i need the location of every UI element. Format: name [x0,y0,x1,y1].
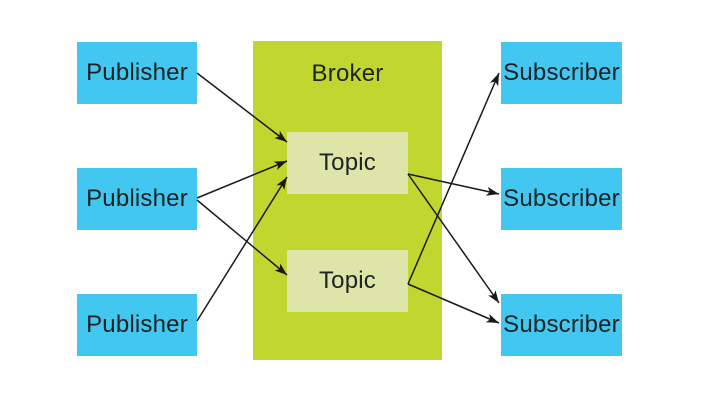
subscriber-2-label: Subscriber [503,185,620,212]
publisher-1-label: Publisher [86,59,188,86]
publisher-2-label: Publisher [86,185,188,212]
subscriber-1-box: Subscriber [501,42,622,104]
topic-2-label: Topic [318,267,377,294]
broker-box: Broker [253,41,442,360]
publisher-3-box: Publisher [77,294,197,356]
subscriber-3-box: Subscriber [501,294,622,356]
topic-2-box: Topic [287,250,408,312]
subscriber-1-label: Subscriber [503,59,620,86]
subscriber-2-box: Subscriber [501,168,622,230]
subscriber-3-label: Subscriber [503,311,620,338]
topic-1-label: Topic [318,149,377,176]
publisher-1-box: Publisher [77,42,197,104]
broker-label: Broker [311,60,384,87]
topic-1-box: Topic [287,132,408,194]
publisher-2-box: Publisher [77,168,197,230]
publisher-3-label: Publisher [86,311,188,338]
